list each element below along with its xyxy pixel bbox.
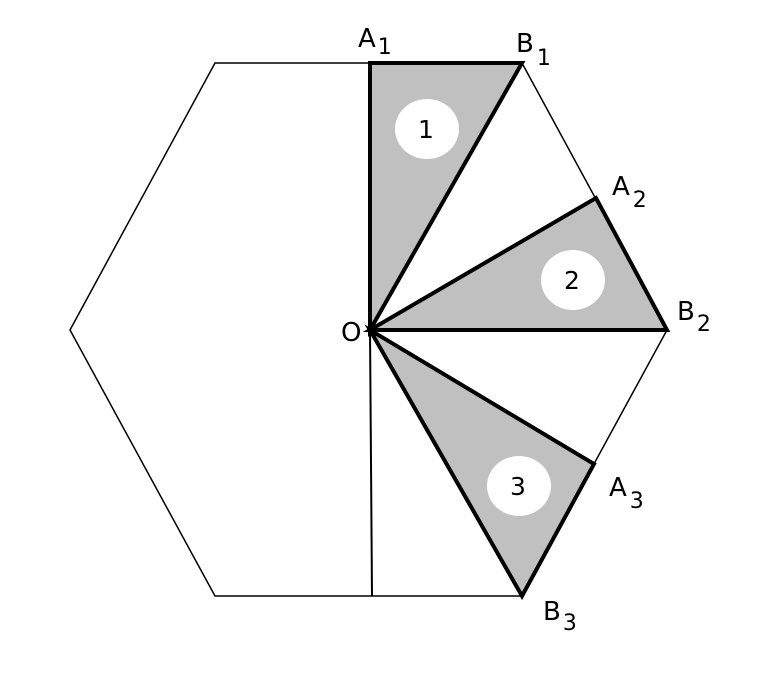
triangle-3-number: 3 (510, 472, 526, 501)
triangle-1-number: 1 (418, 115, 434, 144)
segment-o-bottom (369, 329, 373, 597)
label-B3: B3 (543, 597, 577, 636)
triangle-3-number-circle (487, 456, 551, 516)
label-A1: A1 (358, 24, 392, 60)
label-O: O (341, 318, 361, 348)
label-B2: B2 (677, 297, 711, 337)
triangle-2-number-circle (541, 250, 605, 310)
triangle-2-number: 2 (564, 266, 580, 295)
triangle-1-number-circle (395, 99, 459, 159)
triangle-3 (364, 324, 597, 601)
